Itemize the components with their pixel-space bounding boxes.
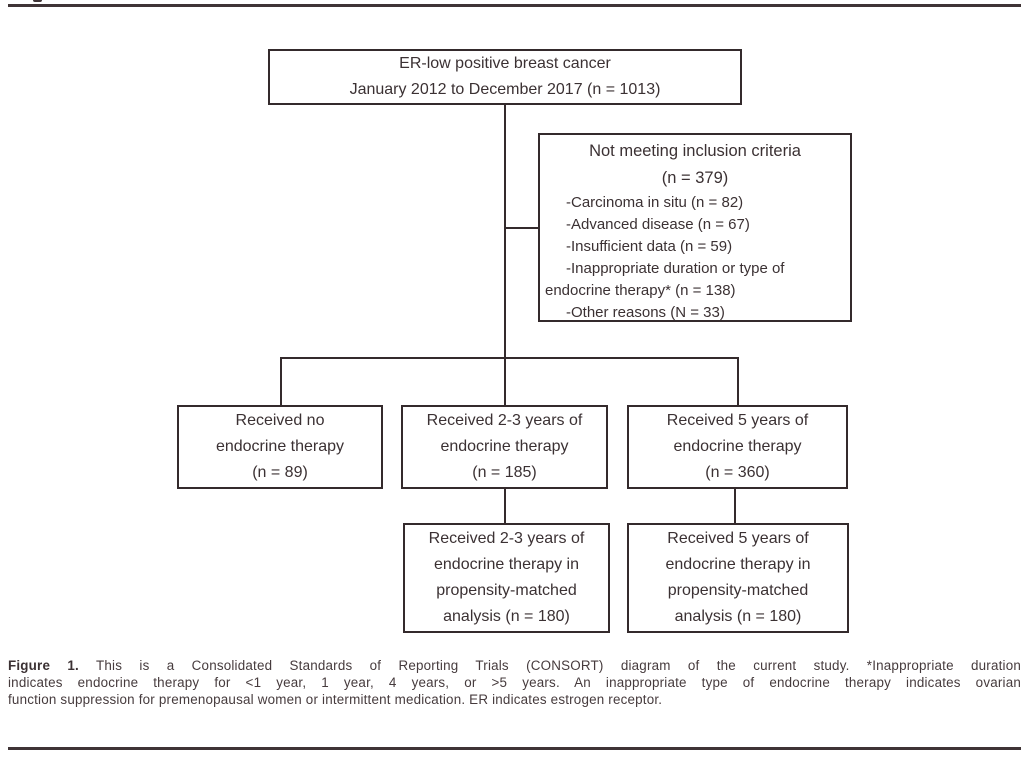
- matched2-line-3: propensity-matched: [667, 582, 809, 599]
- arm3-line-3: (n = 360): [705, 464, 770, 481]
- flow-box-5-years-matched: Received 5 years of endocrine therapy in…: [627, 523, 849, 633]
- flow-box-2-3-years: Received 2-3 years of endocrine therapy …: [401, 405, 608, 489]
- exclusion-item-carcinoma: -Carcinoma in situ (n = 82): [566, 194, 744, 211]
- matched1-line-1: Received 2-3 years of: [428, 530, 585, 547]
- flow-box-2-3-years-matched: Received 2-3 years of endocrine therapy …: [403, 523, 610, 633]
- caption-line-3: function suppression for premenopausal w…: [8, 692, 663, 708]
- page-crop-artifact: [33, 0, 42, 2]
- connector-drop-right: [737, 357, 739, 405]
- matched1-line-4: analysis (n = 180): [443, 608, 570, 625]
- connector-stub-matched-left: [504, 489, 506, 523]
- bottom-rule: [8, 747, 1021, 750]
- arm2-line-2: endocrine therapy: [440, 438, 569, 455]
- connector-exclusion-spur: [505, 227, 538, 229]
- exclusion-title: Not meeting inclusion criteria: [589, 142, 801, 160]
- matched1-line-3: propensity-matched: [436, 582, 577, 599]
- caption-label: Figure 1.: [8, 658, 79, 673]
- matched2-line-4: analysis (n = 180): [674, 608, 802, 625]
- exclusion-item-advanced: -Advanced disease (n = 67): [566, 216, 750, 233]
- exclusion-item-inappropriate: -Inappropriate duration or type of endoc…: [545, 260, 785, 299]
- exclusion-item-other: -Other reasons (N = 33): [566, 304, 725, 321]
- caption-text-1: This is a Consolidated Standards of Repo…: [96, 658, 1021, 673]
- population-line-1: ER-low positive breast cancer: [399, 55, 611, 72]
- arm2-line-3: (n = 185): [472, 464, 537, 481]
- connector-distribution-horizontal: [280, 357, 739, 359]
- arm1-line-3: (n = 89): [252, 464, 308, 481]
- flow-box-no-therapy: Received no endocrine therapy (n = 89): [177, 405, 383, 489]
- matched2-line-2: endocrine therapy in: [665, 556, 811, 573]
- flow-box-exclusions: Not meeting inclusion criteria (n = 379)…: [538, 133, 852, 322]
- matched1-line-2: endocrine therapy in: [434, 556, 579, 573]
- arm1-line-2: endocrine therapy: [215, 438, 345, 455]
- exclusion-item-insufficient: -Insufficient data (n = 59): [566, 238, 733, 255]
- flow-box-population: ER-low positive breast cancer January 20…: [268, 49, 742, 105]
- arm2-line-1: Received 2-3 years of: [426, 412, 583, 429]
- exclusion-count: (n = 379): [661, 169, 729, 187]
- arm3-line-1: Received 5 years of: [666, 412, 809, 429]
- population-line-2: January 2012 to December 2017 (n = 1013): [349, 81, 661, 98]
- arm1-line-1: Received no: [235, 412, 325, 429]
- connector-drop-left: [280, 357, 282, 405]
- top-rule: [8, 4, 1021, 7]
- caption-line-1: Figure 1. This is a Consolidated Standar…: [8, 657, 1021, 674]
- connector-trunk-vertical: [504, 105, 506, 405]
- connector-stub-matched-right: [734, 489, 736, 523]
- figure-caption: Figure 1. This is a Consolidated Standar…: [8, 657, 1021, 709]
- matched2-line-1: Received 5 years of: [667, 530, 809, 547]
- caption-line-2: indicates endocrine therapy for <1 year,…: [8, 675, 1021, 691]
- flow-box-5-years: Received 5 years of endocrine therapy (n…: [627, 405, 848, 489]
- arm3-line-2: endocrine therapy: [673, 438, 802, 455]
